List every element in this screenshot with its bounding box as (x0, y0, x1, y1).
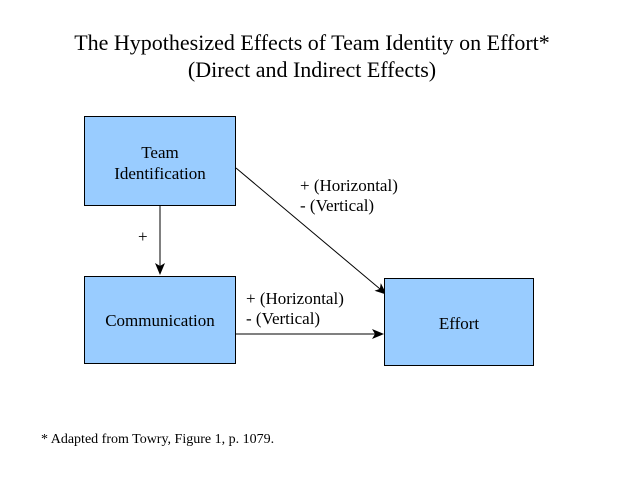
node-effort: Effort (384, 278, 534, 366)
node-team-identification-line2: Identification (114, 164, 206, 183)
edge-label-communication-to-effort-line2: - (Vertical) (246, 309, 321, 328)
node-communication: Communication (84, 276, 236, 364)
diagram-title-line1: The Hypothesized Effects of Team Identit… (74, 30, 550, 55)
edge-label-communication-to-effort-line1: + (Horizontal) (246, 289, 344, 308)
edge-label-team-to-effort-line1: + (Horizontal) (300, 176, 398, 195)
arrow-team-to-effort (235, 167, 387, 295)
node-effort-label: Effort (438, 313, 480, 333)
edge-label-communication-to-effort: + (Horizontal) - (Vertical) (246, 289, 344, 329)
edge-label-team-to-effort: + (Horizontal) - (Vertical) (300, 176, 398, 216)
node-team-identification-line1: Team (141, 143, 179, 162)
edge-label-team-to-effort-line2: - (Vertical) (300, 196, 375, 215)
diagram-title-line2: (Direct and Indirect Effects) (187, 57, 437, 82)
footnote: * Adapted from Towry, Figure 1, p. 1079. (41, 432, 275, 447)
edge-label-team-to-communication: + (138, 227, 148, 246)
node-communication-label: Communication (105, 310, 215, 330)
node-team-identification: Team Identification (84, 116, 236, 206)
